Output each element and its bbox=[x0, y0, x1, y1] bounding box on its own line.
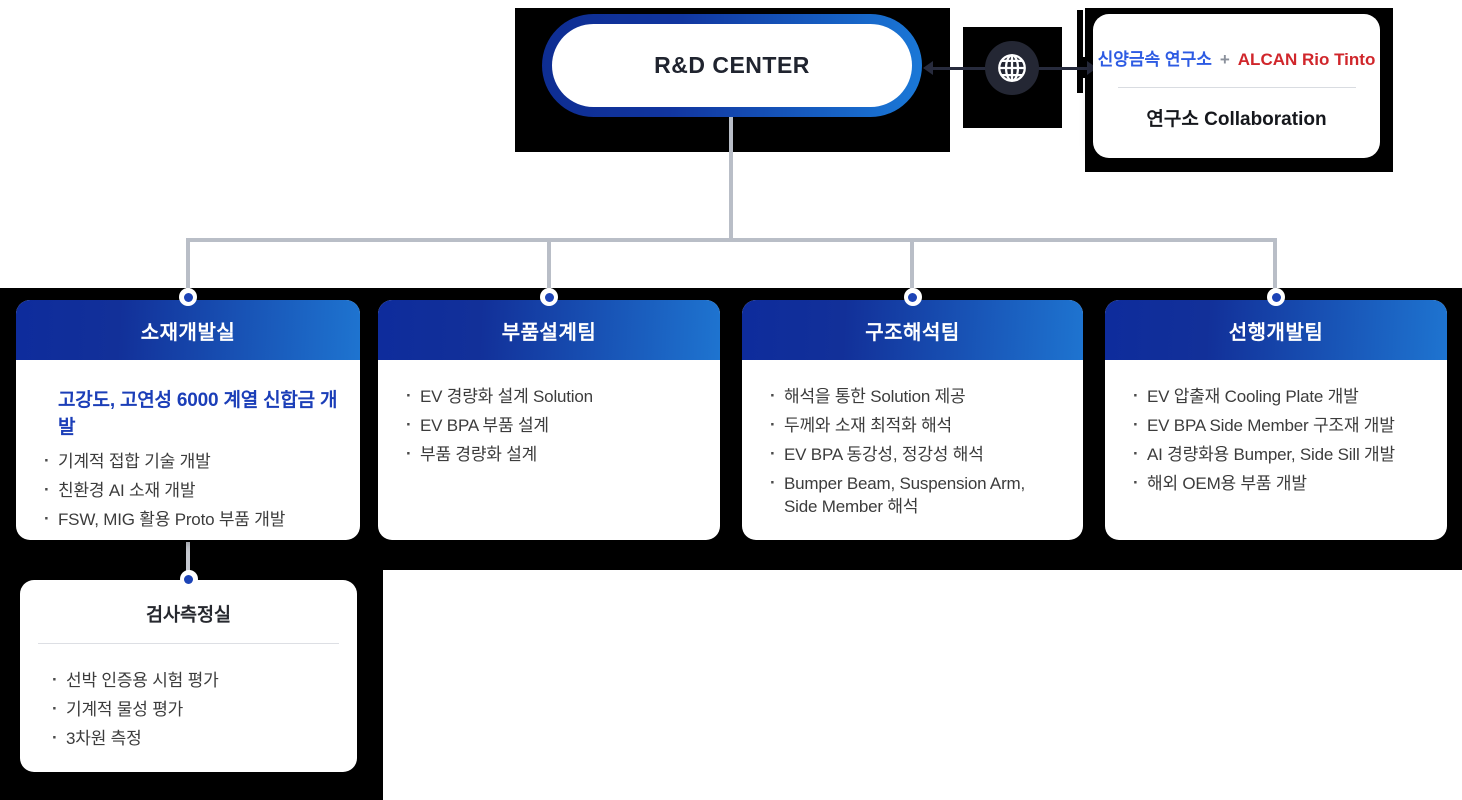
connector-root-drop bbox=[729, 117, 733, 240]
list-item: Bumper Beam, Suspension Arm, Side Member… bbox=[770, 471, 1063, 518]
partner-secondary: ALCAN Rio Tinto bbox=[1237, 50, 1376, 69]
collaboration-partners: 신양금속 연구소 + ALCAN Rio Tinto bbox=[1098, 45, 1376, 70]
sub-dept-card-inspection: 검사측정실 선박 인증용 시험 평가 기계적 물성 평가 3차원 측정 bbox=[20, 570, 357, 772]
dept-title: 선행개발팀 bbox=[1228, 321, 1324, 344]
list-item: AI 경량화용 Bumper, Side Sill 개발 bbox=[1133, 442, 1427, 466]
collaboration-divider bbox=[1117, 87, 1356, 88]
dept-body: EV 압출재 Cooling Plate 개발 EV BPA Side Memb… bbox=[1105, 360, 1447, 495]
list-item: 선박 인증용 시험 평가 bbox=[52, 668, 345, 692]
dept-card-part-design: 부품설계팀 EV 경량화 설계 Solution EV BPA 부품 설계 부품… bbox=[378, 288, 720, 540]
sub-dept-body: 선박 인증용 시험 평가 기계적 물성 평가 3차원 측정 bbox=[20, 644, 357, 750]
connector-dot-icon bbox=[179, 288, 197, 306]
list-item: 부품 경량화 설계 bbox=[406, 442, 700, 466]
dept-title: 소재개발실 bbox=[140, 321, 236, 344]
list-item: 친환경 AI 소재 개발 bbox=[44, 478, 340, 502]
partner-primary: 신양금속 연구소 bbox=[1097, 50, 1212, 69]
collaboration-caption: 연구소 Collaboration bbox=[1146, 109, 1327, 130]
list-item: FSW, MIG 활용 Proto 부품 개발 bbox=[44, 507, 340, 531]
dept-card-material-dev: 소재개발실 고강도, 고연성 6000 계열 신합금 개발 기계적 접합 기술 … bbox=[16, 288, 360, 540]
connector-drop-3 bbox=[910, 240, 914, 290]
dept-body: 해석을 통한 Solution 제공 두께와 소재 최적화 해석 EV BPA … bbox=[742, 360, 1083, 518]
connector-dot-icon bbox=[903, 288, 922, 306]
dept-title: 부품설계팀 bbox=[501, 321, 597, 344]
list-item: 두께와 소재 최적화 해석 bbox=[770, 413, 1063, 437]
arrow-right-icon bbox=[1087, 61, 1097, 75]
list-item: 기계적 물성 평가 bbox=[52, 697, 345, 721]
connector-sub-drop bbox=[186, 542, 190, 576]
backdrop-bar bbox=[1077, 10, 1083, 93]
globe-hub bbox=[985, 41, 1039, 95]
connector-drop-1 bbox=[186, 240, 190, 290]
sub-dept-divider bbox=[38, 643, 339, 644]
list-item: 해석을 통한 Solution 제공 bbox=[770, 384, 1063, 408]
list-item: 해외 OEM용 부품 개발 bbox=[1133, 471, 1427, 495]
dept-highlight: 고강도, 고연성 6000 계열 신합금 개발 bbox=[58, 390, 338, 438]
root-node-inner: R&D CENTER bbox=[552, 24, 912, 107]
list-item: EV 경량화 설계 Solution bbox=[406, 384, 700, 408]
sub-dept-title: 검사측정실 bbox=[145, 604, 232, 625]
dept-body: EV 경량화 설계 Solution EV BPA 부품 설계 부품 경량화 설… bbox=[378, 360, 720, 466]
globe-icon bbox=[998, 54, 1026, 82]
connector-drop-2 bbox=[547, 240, 551, 290]
dept-title: 구조해석팀 bbox=[865, 321, 960, 344]
list-item: 3차원 측정 bbox=[52, 726, 345, 750]
dept-header: 선행개발팀 bbox=[1105, 300, 1447, 360]
plus-icon: + bbox=[1219, 50, 1230, 69]
dept-card-structural-analysis: 구조해석팀 해석을 통한 Solution 제공 두께와 소재 최적화 해석 E… bbox=[742, 288, 1083, 540]
list-item: EV BPA Side Member 구조재 개발 bbox=[1133, 413, 1427, 437]
connector-dot-icon bbox=[540, 288, 558, 306]
list-item: EV 압출재 Cooling Plate 개발 bbox=[1133, 384, 1427, 408]
list-item: EV BPA 동강성, 정강성 해석 bbox=[770, 442, 1063, 466]
dept-card-advanced-dev: 선행개발팀 EV 압출재 Cooling Plate 개발 EV BPA Sid… bbox=[1105, 288, 1447, 540]
dept-header: 구조해석팀 bbox=[742, 300, 1083, 360]
dept-body: 고강도, 고연성 6000 계열 신합금 개발 기계적 접합 기술 개발 친환경… bbox=[16, 360, 360, 531]
root-label: R&D CENTER bbox=[654, 52, 810, 78]
arrow-left-icon bbox=[923, 61, 933, 75]
arrow-line-right bbox=[1036, 67, 1088, 70]
dept-header: 소재개발실 bbox=[16, 300, 360, 360]
connector-drop-4 bbox=[1273, 240, 1277, 290]
root-node: R&D CENTER bbox=[542, 14, 922, 117]
connector-dot-icon bbox=[179, 570, 198, 588]
list-item: EV BPA 부품 설계 bbox=[406, 413, 700, 437]
dept-header: 부품설계팀 bbox=[378, 300, 720, 360]
collaboration-card: 신양금속 연구소 + ALCAN Rio Tinto 연구소 Collabora… bbox=[1093, 14, 1380, 158]
arrow-line-left bbox=[931, 67, 987, 70]
connector-dot-icon bbox=[1267, 288, 1285, 306]
connector-horizontal bbox=[186, 238, 1277, 242]
list-item: 기계적 접합 기술 개발 bbox=[44, 449, 340, 473]
